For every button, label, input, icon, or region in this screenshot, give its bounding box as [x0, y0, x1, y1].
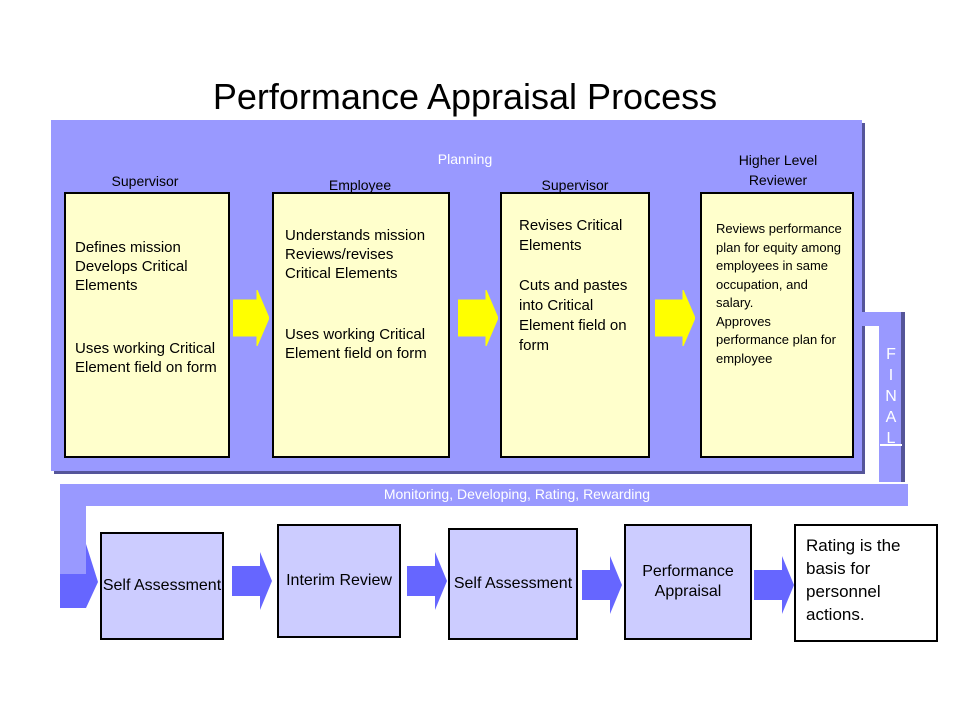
box-text: Uses working Critical Element field on f… — [75, 340, 217, 376]
box-text: Approves performance plan for employee — [716, 313, 836, 366]
monitoring-bar — [60, 484, 908, 506]
final-letter: N — [885, 388, 897, 405]
box-text: Cuts and pastes into Critical Element fi… — [519, 277, 628, 354]
arrow-down-right-icon — [60, 484, 100, 610]
planning-label: Planning — [437, 151, 493, 167]
monitoring-label: Monitoring, Developing, Rating, Rewardin… — [383, 486, 650, 502]
final-letter: I — [888, 367, 894, 384]
page-title: Performance Appraisal Process — [212, 76, 718, 117]
arrow-right-icon — [232, 552, 272, 610]
final-underline — [880, 444, 902, 446]
step-rating-basis: Rating is the basis for personnel action… — [794, 524, 938, 642]
arrow-right-icon — [407, 552, 447, 610]
planning-box-supervisor: Defines mission Develops Critical Elemen… — [64, 192, 230, 458]
arrow-right-icon — [233, 290, 269, 346]
role-supervisor-2: Supervisor — [541, 177, 609, 193]
arrow-right-icon — [754, 556, 794, 614]
arrow-right-icon — [458, 290, 498, 346]
role-employee: Employee — [328, 177, 392, 193]
final-letter: F — [886, 346, 896, 363]
step-interim-review: Interim Review — [277, 524, 401, 638]
role-supervisor-1: Supervisor — [111, 173, 179, 189]
box-text: Revises Critical Elements — [519, 217, 623, 254]
step-performance-appraisal: Performance Appraisal — [624, 524, 752, 640]
arrow-right-icon — [582, 556, 622, 614]
planning-box-supervisor-revise: Revises Critical Elements Cuts and paste… — [500, 192, 650, 458]
final-connector — [857, 312, 905, 482]
planning-box-reviewer: Reviews performance plan for equity amon… — [700, 192, 854, 458]
box-text: Reviews performance plan for equity amon… — [716, 221, 842, 310]
arrow-right-icon — [655, 290, 695, 346]
final-letter: L — [886, 430, 896, 447]
box-text: Understands mission Reviews/revises Crit… — [285, 227, 426, 282]
box-text: Uses working Critical Element field on f… — [285, 326, 427, 362]
step-self-assessment-1: Self Assessment — [100, 532, 224, 640]
final-letter: A — [885, 409, 897, 426]
role-higher-level-reviewer: Higher Level Reviewer — [738, 152, 818, 188]
planning-box-employee: Understands mission Reviews/revises Crit… — [272, 192, 450, 458]
step-self-assessment-2: Self Assessment — [448, 528, 578, 640]
box-text: Defines mission Develops Critical Elemen… — [75, 239, 188, 294]
